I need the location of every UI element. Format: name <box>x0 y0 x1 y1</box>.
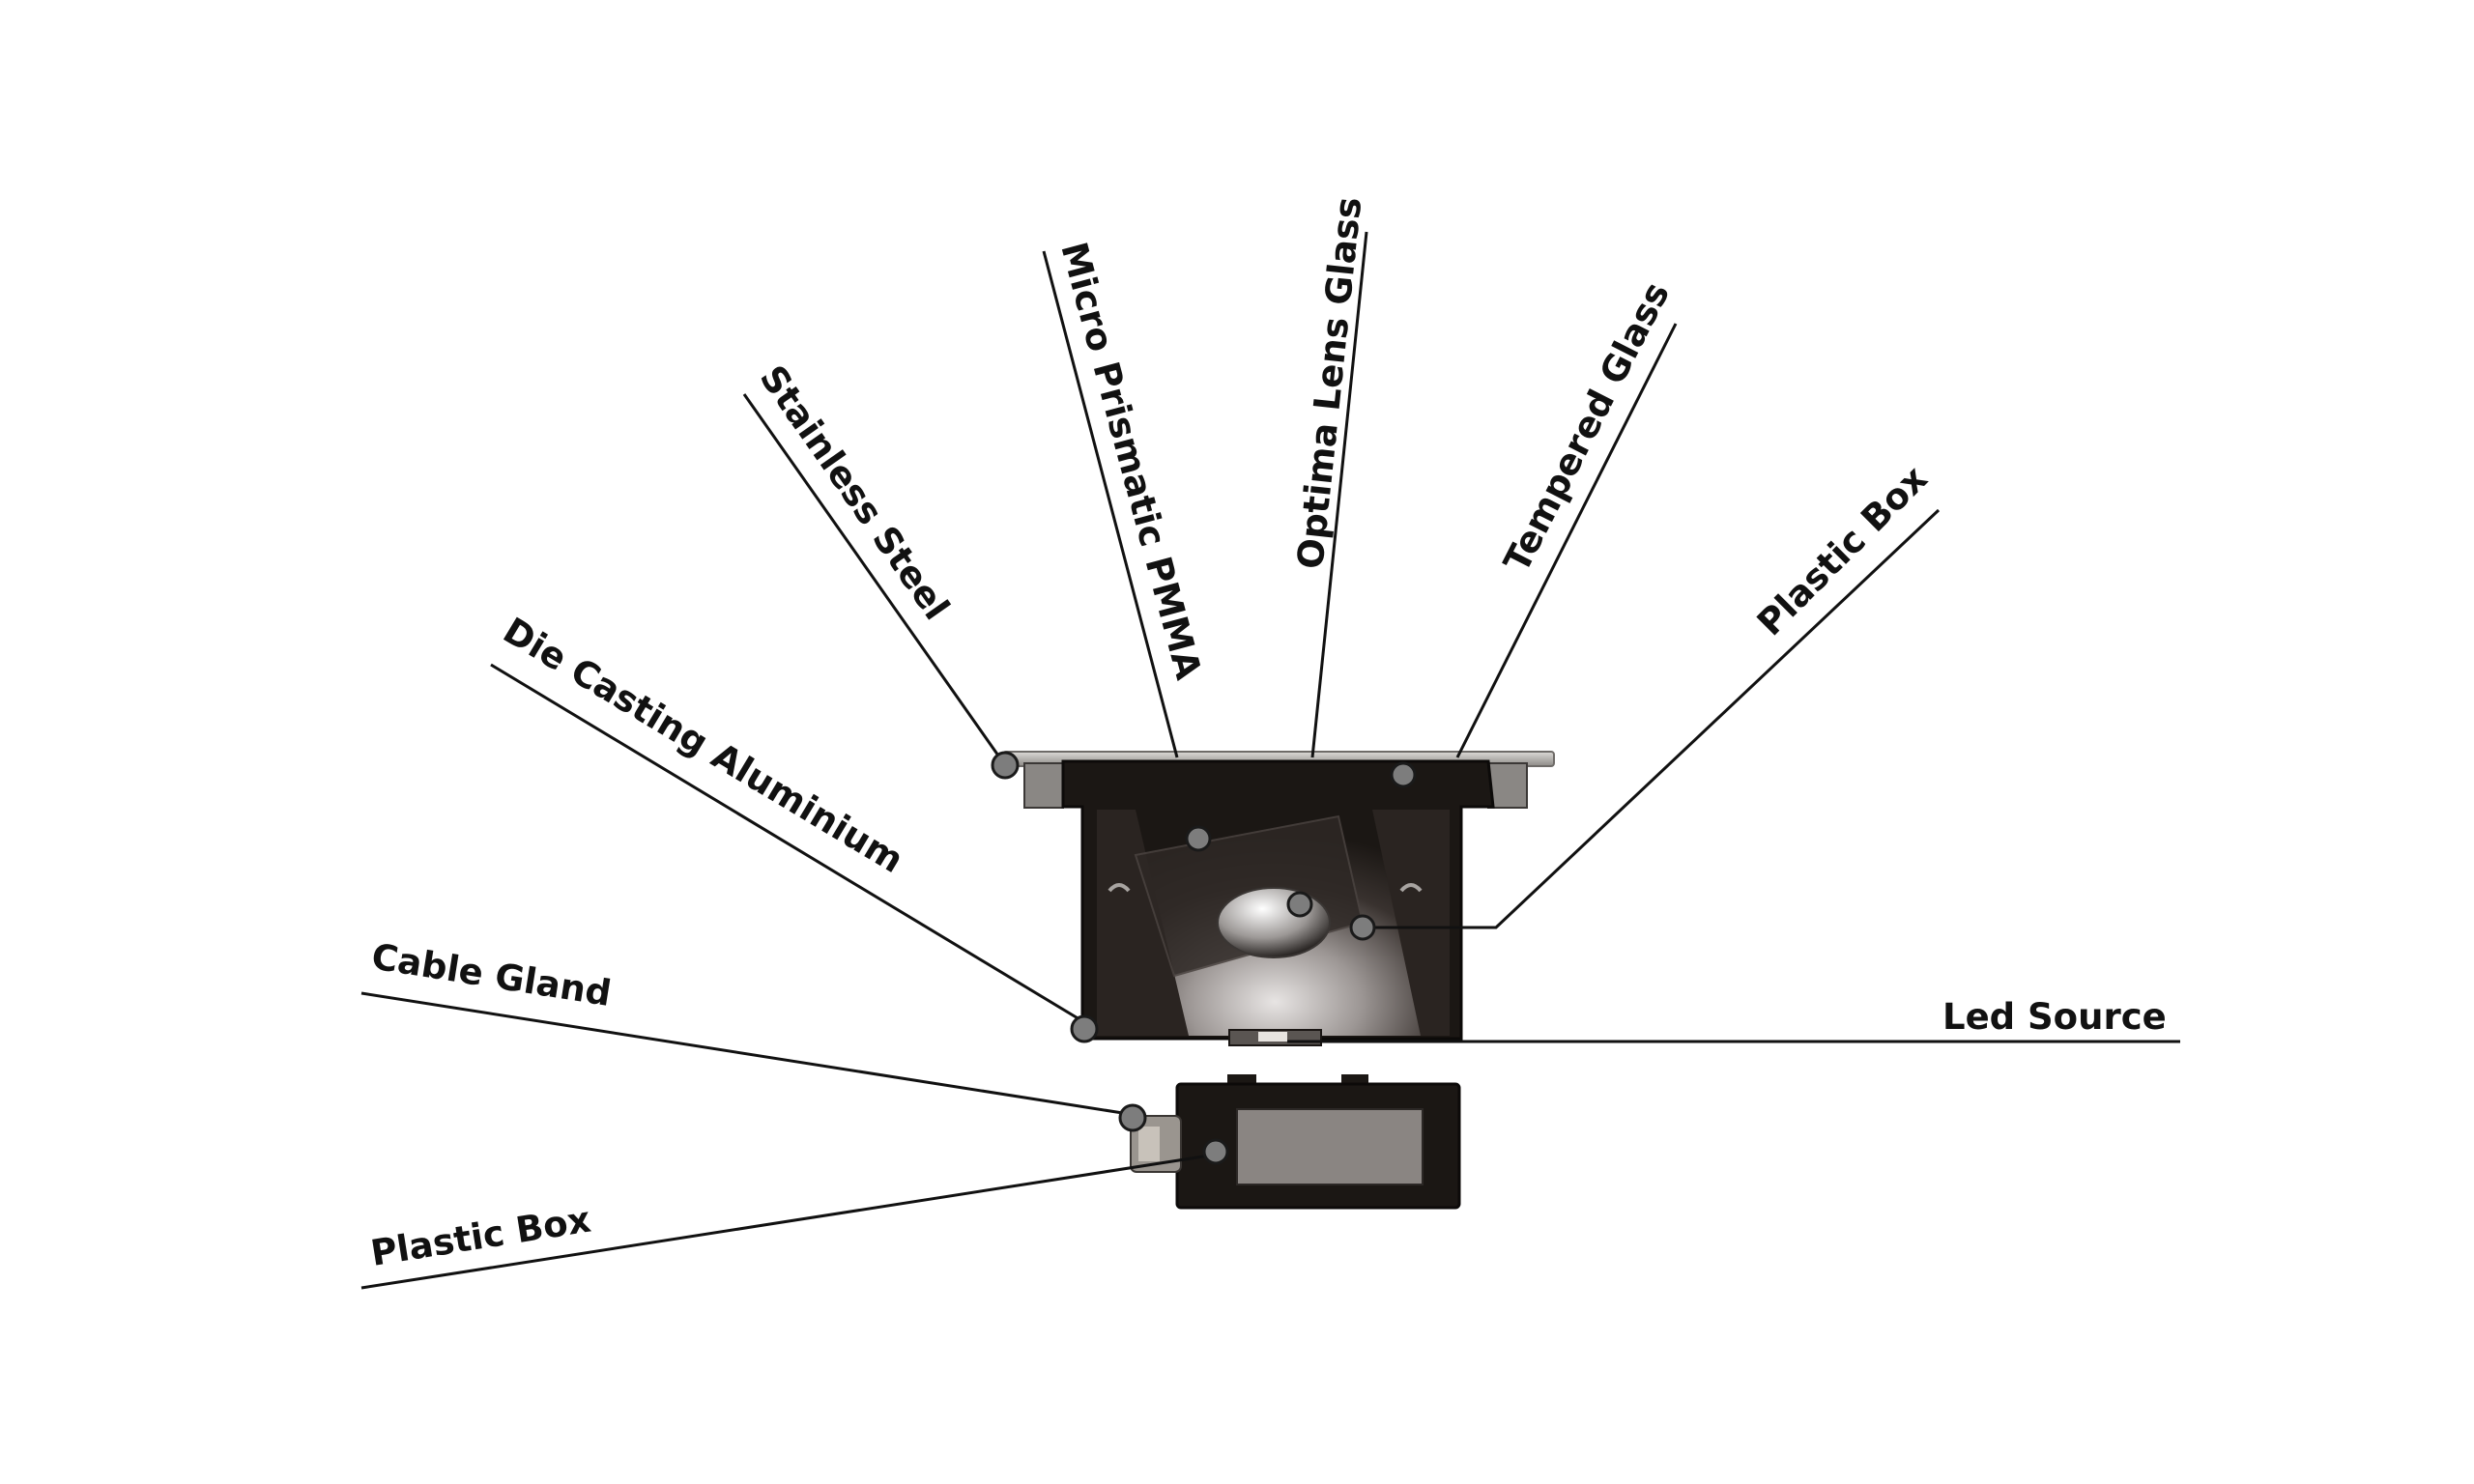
marker-stainless-steel <box>991 751 1020 780</box>
marker-plastic-box-right <box>1349 914 1376 941</box>
left-inner-wall <box>1097 810 1189 1036</box>
leader-plastic-box-left <box>360 1153 1217 1290</box>
label-optima-lens-glass: Optima Lens Glass <box>1289 195 1369 571</box>
marker-die-casting <box>1070 1014 1099 1043</box>
marker-plastic-box-left <box>1202 1138 1229 1165</box>
cable-gland-nut <box>1138 1127 1160 1161</box>
leader-stainless-steel <box>742 393 1007 766</box>
left-curl <box>1108 883 1131 893</box>
leader-tempered-glass <box>1455 323 1678 758</box>
label-cable-gland: Cable Gland <box>369 935 615 1014</box>
leader-die-casting <box>490 663 1085 1024</box>
label-plastic-box-left: Plastic Box <box>368 1199 593 1274</box>
marker-tempered-glass <box>1390 761 1417 788</box>
label-tempered-glass: Tempered Glass <box>1496 275 1678 579</box>
luminaire-illustration <box>1002 751 1555 1210</box>
marker-micro-prismatic <box>1185 825 1212 852</box>
markers <box>991 751 1417 1165</box>
lens-dome <box>1217 887 1331 958</box>
marker-optima-lens <box>1286 891 1313 918</box>
led-chip <box>1258 1032 1287 1042</box>
label-plastic-box-right: Plastic Box <box>1749 458 1936 644</box>
leader-micro-prismatic <box>1042 250 1179 758</box>
right-clip <box>1487 762 1528 809</box>
label-stainless-steel: Stainless Steel <box>752 357 958 627</box>
label-micro-prismatic-pmma: Micro Prismatic PMMA <box>1052 238 1209 684</box>
plastic-box-window <box>1236 1108 1424 1185</box>
label-led-source: Led Source <box>1942 996 2167 1038</box>
leader-plastic-box-right <box>1363 508 1941 929</box>
leader-cable-gland <box>360 991 1130 1116</box>
right-inner-wall <box>1372 810 1450 1036</box>
leader-lines <box>360 231 2180 1290</box>
leader-optima-lens <box>1310 231 1368 758</box>
left-clip <box>1023 762 1064 809</box>
label-die-casting-aluminium: Die Casting Aluminium <box>496 610 910 881</box>
marker-cable-gland <box>1118 1103 1147 1132</box>
right-curl <box>1399 883 1423 893</box>
